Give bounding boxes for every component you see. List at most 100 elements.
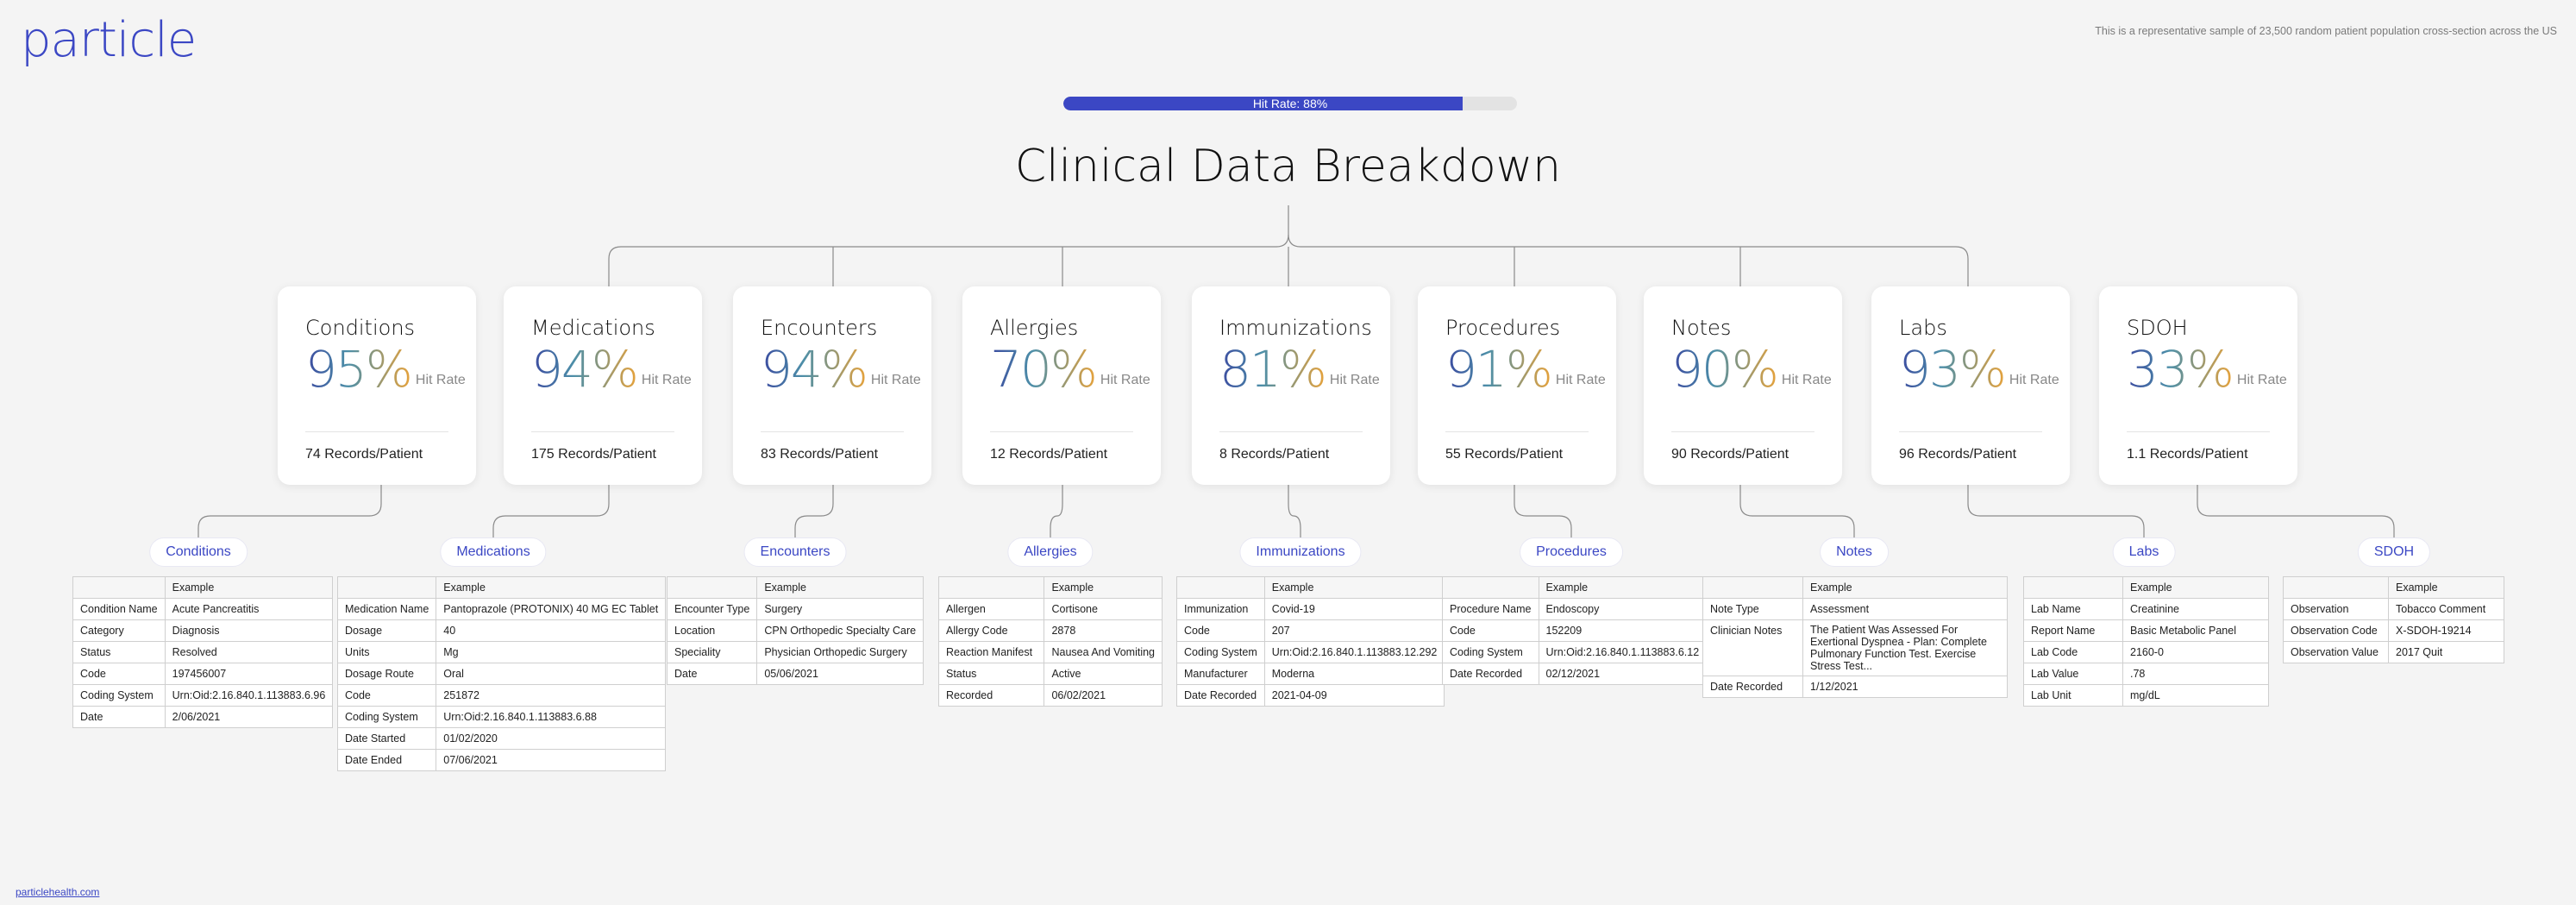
card-title: Notes xyxy=(1671,316,1732,340)
card-title: Conditions xyxy=(305,316,416,340)
field-value: Pantoprazole (PROTONIX) 40 MG EC Tablet xyxy=(436,598,667,620)
card-title: Encounters xyxy=(761,316,878,340)
card-divider xyxy=(990,431,1133,432)
field-value: Urn:Oid:2.16.840.1.113883.6.12 xyxy=(1538,641,1708,663)
pill-immunizations: Immunizations xyxy=(1239,537,1362,567)
table-header-empty xyxy=(937,576,1045,599)
field-label: Reaction Manifest xyxy=(937,641,1045,663)
hit-rate-label: Hit Rate xyxy=(415,373,466,387)
card-hit-rate: 95% xyxy=(305,340,413,399)
field-value: Active xyxy=(1044,663,1163,685)
hit-rate-label: Hit Rate xyxy=(1329,373,1380,387)
pill-conditions: Conditions xyxy=(149,537,248,567)
card-title: Allergies xyxy=(990,316,1079,340)
card-divider xyxy=(1219,431,1363,432)
card-divider xyxy=(1899,431,2042,432)
card-records: 83 Records/Patient xyxy=(761,447,879,462)
field-label: Manufacturer xyxy=(1176,663,1265,685)
field-label: Category xyxy=(72,619,166,642)
field-value: 2017 Quit xyxy=(2388,641,2504,663)
hit-rate-label: Hit Rate xyxy=(641,373,692,387)
field-label: Recorded xyxy=(937,684,1045,707)
field-label: Units xyxy=(336,641,437,663)
card-allergies: Allergies 70%Hit Rate 12 Records/Patient xyxy=(962,286,1161,485)
field-label: Allergen xyxy=(937,598,1045,620)
sample-note: This is a representative sample of 23,50… xyxy=(2095,25,2557,37)
field-label: Code xyxy=(336,684,437,707)
field-value: Creatinine xyxy=(2122,598,2269,620)
field-value: 1/12/2021 xyxy=(1802,676,2008,698)
field-value: Acute Pancreatitis xyxy=(164,598,334,620)
field-value: .78 xyxy=(2122,663,2269,685)
card-hit-rate: 94% xyxy=(761,340,868,399)
field-label: Code xyxy=(72,663,166,685)
card-records: 55 Records/Patient xyxy=(1445,447,1564,462)
table-header: Example xyxy=(2122,576,2269,599)
card-records: 90 Records/Patient xyxy=(1671,447,1789,462)
table-row: Lab Value.78 xyxy=(2023,663,2269,685)
hit-rate-label: Hit Rate xyxy=(2009,373,2059,387)
field-value: 2878 xyxy=(1044,619,1163,642)
pill-procedures: Procedures xyxy=(1520,537,1623,567)
card-title: Medications xyxy=(531,316,655,340)
field-value: Cortisone xyxy=(1044,598,1163,620)
field-value: Nausea And Vomiting xyxy=(1044,641,1163,663)
field-label: Status xyxy=(72,641,166,663)
table-header-empty xyxy=(1442,576,1539,599)
field-value: 02/12/2021 xyxy=(1538,663,1708,685)
field-label: Clinician Notes xyxy=(1702,619,1803,676)
field-label: Coding System xyxy=(72,684,166,707)
card-divider xyxy=(2127,431,2270,432)
field-value: Moderna xyxy=(1263,663,1445,685)
field-value: CPN Orthopedic Specialty Care xyxy=(756,619,924,642)
card-title: Immunizations xyxy=(1219,316,1372,340)
card-hit-rate: 91% xyxy=(1445,340,1553,399)
footer-website-link[interactable]: particlehealth.com xyxy=(16,886,100,898)
table-header: Example xyxy=(1263,576,1445,599)
card-title: Labs xyxy=(1899,316,1947,340)
hit-rate-label: Hit Rate xyxy=(1781,373,1832,387)
field-label: Observation Value xyxy=(2283,641,2389,663)
field-label: Dosage xyxy=(336,619,437,642)
table-header-empty xyxy=(666,576,758,599)
field-label: Location xyxy=(666,619,758,642)
field-value: 01/02/2020 xyxy=(436,727,667,750)
field-value: 2/06/2021 xyxy=(164,706,334,728)
pill-encounters: Encounters xyxy=(743,537,847,567)
card-divider xyxy=(761,431,904,432)
field-label: Date Recorded xyxy=(1702,676,1803,698)
field-label: Condition Name xyxy=(72,598,166,620)
field-value: 2160-0 xyxy=(2122,641,2269,663)
table-header-empty xyxy=(1176,576,1265,599)
table-header-empty xyxy=(336,576,437,599)
field-value: The Patient Was Assessed For Exertional … xyxy=(1802,619,2008,676)
card-records: 175 Records/Patient xyxy=(531,447,656,462)
field-value: 07/06/2021 xyxy=(436,749,667,771)
card-hit-rate: 93% xyxy=(1899,340,2007,399)
field-label: Date Started xyxy=(336,727,437,750)
field-label: Date xyxy=(666,663,758,685)
hit-rate-label: Hit Rate xyxy=(1555,373,1606,387)
pill-labs: Labs xyxy=(2112,537,2176,567)
field-label: Code xyxy=(1176,619,1265,642)
pill-medications: Medications xyxy=(440,537,547,567)
table-header: Example xyxy=(1044,576,1163,599)
